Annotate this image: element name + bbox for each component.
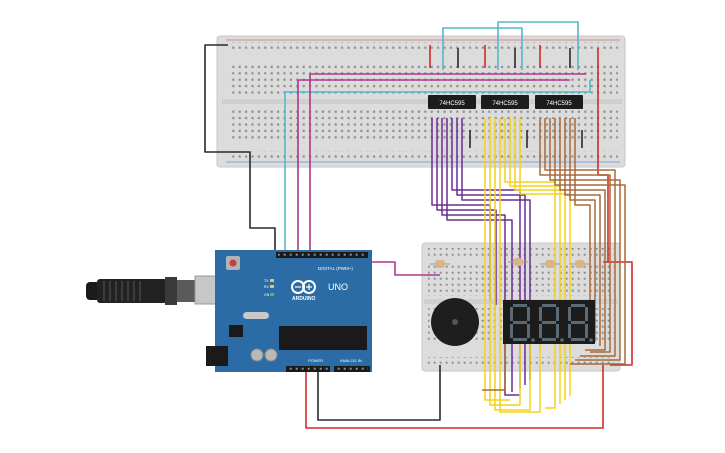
- wire-black-gnd-left: [204, 44, 276, 256]
- wire-bundle-brown: [482, 118, 626, 391]
- arduino-uno[interactable]: DIGITAL (PWM~) UNO ARDUINO TX RX ON: [206, 250, 372, 372]
- wire-bundle-purple: [431, 118, 531, 396]
- wires: [204, 21, 633, 429]
- power-jack: [206, 346, 228, 366]
- shift-register-2[interactable]: 74HC595: [481, 95, 529, 109]
- wire-cyan-3: [284, 80, 591, 256]
- wire-magenta-1: [297, 79, 570, 256]
- atmega-chip: [279, 326, 367, 350]
- rx-label: RX: [264, 285, 270, 289]
- tx-label: TX: [264, 279, 269, 283]
- seven-segment-display[interactable]: [503, 300, 595, 344]
- shift-register-3[interactable]: 74HC595: [535, 95, 583, 109]
- digital-label: DIGITAL (PWM~): [318, 266, 353, 271]
- resistors: [430, 258, 590, 268]
- digit-1: [510, 304, 535, 342]
- resistor-1: [430, 260, 450, 268]
- wire-magenta-2: [309, 73, 586, 256]
- digit-2: [539, 304, 564, 342]
- on-label: ON: [264, 293, 270, 297]
- wire-cyan-1: [442, 27, 523, 70]
- wire-magenta-3: [368, 261, 440, 276]
- wire-red-right: [603, 261, 633, 366]
- power-label: POWER: [308, 358, 323, 363]
- top-breadboard[interactable]: [216, 35, 626, 168]
- ic-label: 74HC595: [492, 101, 518, 107]
- ic-label: 74HC595: [439, 101, 465, 107]
- shift-register-1[interactable]: 74HC595: [428, 95, 476, 109]
- digital-header-pins: [278, 253, 364, 257]
- display-digits: [510, 304, 593, 342]
- usb-cable: [86, 275, 228, 305]
- resistor-2: [508, 258, 528, 266]
- analog-label: ANALOG IN: [340, 358, 362, 363]
- arduino-brand: ARDUINO: [292, 296, 315, 302]
- resistor-4: [570, 260, 590, 268]
- buzzer[interactable]: [431, 298, 479, 346]
- resistor-3: [540, 260, 560, 268]
- wire-red-5v-bottom: [305, 365, 604, 429]
- arduino-model: UNO: [328, 282, 348, 292]
- arduino-logo: [291, 280, 316, 294]
- wire-black-gnd-bottom: [317, 365, 441, 421]
- digit-3: [568, 304, 593, 342]
- wire-cyan-2: [497, 21, 579, 70]
- ic-label: 74HC595: [546, 101, 572, 107]
